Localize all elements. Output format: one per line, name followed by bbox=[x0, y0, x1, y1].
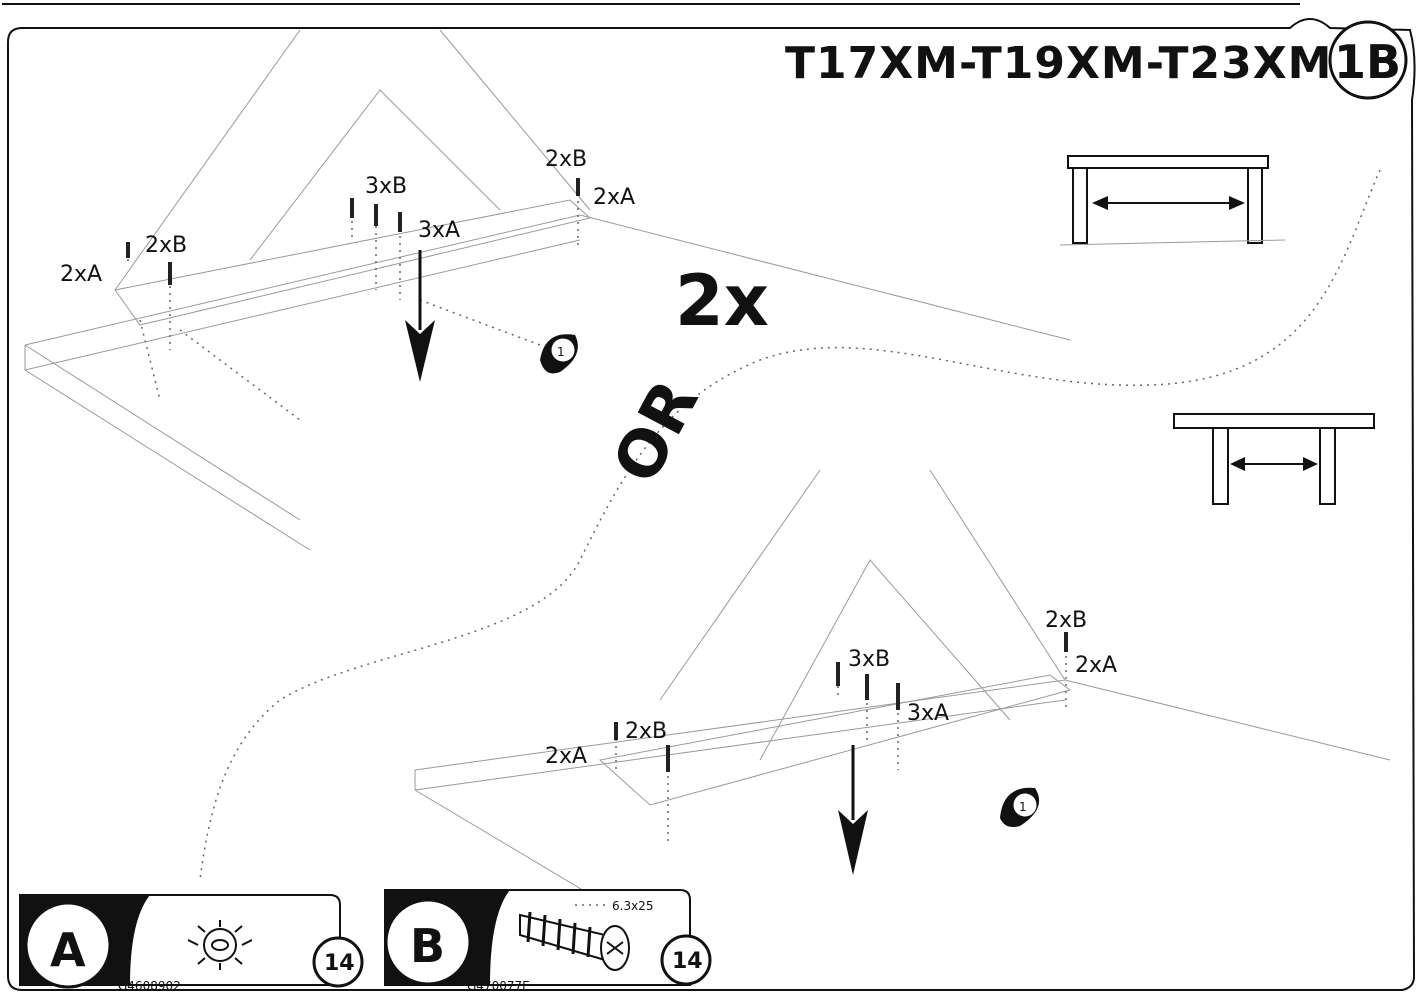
reference-badge: 1 bbox=[1000, 787, 1040, 827]
down-arrow-icon bbox=[838, 745, 868, 875]
multiplier-label: 2x bbox=[675, 260, 769, 342]
or-label: OR bbox=[599, 369, 713, 495]
part-b-code: G470077E bbox=[467, 979, 530, 993]
part-b-size: 6.3x25 bbox=[612, 899, 653, 913]
part-a-letter: A bbox=[50, 923, 86, 977]
model-title: T17XM-T19XM-T23XM bbox=[785, 38, 1332, 89]
screw-icon bbox=[519, 904, 630, 971]
screw-markers bbox=[614, 632, 1068, 845]
part-b-quantity: 14 bbox=[672, 949, 703, 974]
part-a-code: G4608902 bbox=[118, 979, 181, 993]
leg-foot-plate bbox=[598, 674, 1072, 806]
label-left-a: 2xA bbox=[545, 744, 587, 769]
bottom-assembly: 2xA 2xB 3xB 3xA 2xB 2xA 1 bbox=[414, 469, 1391, 961]
label-left-b: 2xB bbox=[625, 719, 667, 744]
reference-number: 1 bbox=[1019, 800, 1027, 814]
tabletop-edge bbox=[24, 214, 1071, 346]
reference-number: 1 bbox=[557, 345, 565, 359]
down-arrow-icon bbox=[405, 250, 435, 382]
label-right-b: 2xB bbox=[545, 147, 587, 172]
option-separator bbox=[199, 169, 1381, 881]
step-number: 1B bbox=[1334, 35, 1401, 89]
label-right-b: 2xB bbox=[1045, 608, 1087, 633]
label-right-a: 2xA bbox=[593, 185, 635, 210]
narrow-table-schematic bbox=[1173, 413, 1375, 505]
step-badge: 1B bbox=[1328, 20, 1408, 100]
leg-frame bbox=[114, 29, 591, 291]
wide-table-schematic bbox=[1059, 155, 1286, 246]
part-a-card: A 14 G4608902 bbox=[19, 894, 364, 993]
label-right-a: 2xA bbox=[1075, 653, 1117, 678]
label-center-b: 3xB bbox=[365, 174, 407, 199]
top-assembly: 2xA 2xB 3xB 3xA 2xB 2xA 1 2x bbox=[24, 29, 1071, 551]
part-a-quantity: 14 bbox=[324, 951, 355, 976]
leg-frame bbox=[659, 469, 1066, 761]
star-washer-icon bbox=[187, 920, 253, 970]
label-center-a: 3xA bbox=[418, 218, 460, 243]
reference-badge: 1 bbox=[540, 334, 578, 374]
screw-markers bbox=[126, 178, 580, 421]
label-center-a: 3xA bbox=[907, 701, 949, 726]
label-center-b: 3xB bbox=[848, 647, 890, 672]
label-left-a: 2xA bbox=[60, 262, 102, 287]
part-b-card: B 6.3x25 14 G470077E bbox=[384, 889, 712, 993]
page-frame bbox=[7, 18, 1416, 991]
label-left-b: 2xB bbox=[145, 233, 187, 258]
leg-foot-plate bbox=[114, 199, 592, 326]
part-b-letter: B bbox=[410, 919, 445, 973]
